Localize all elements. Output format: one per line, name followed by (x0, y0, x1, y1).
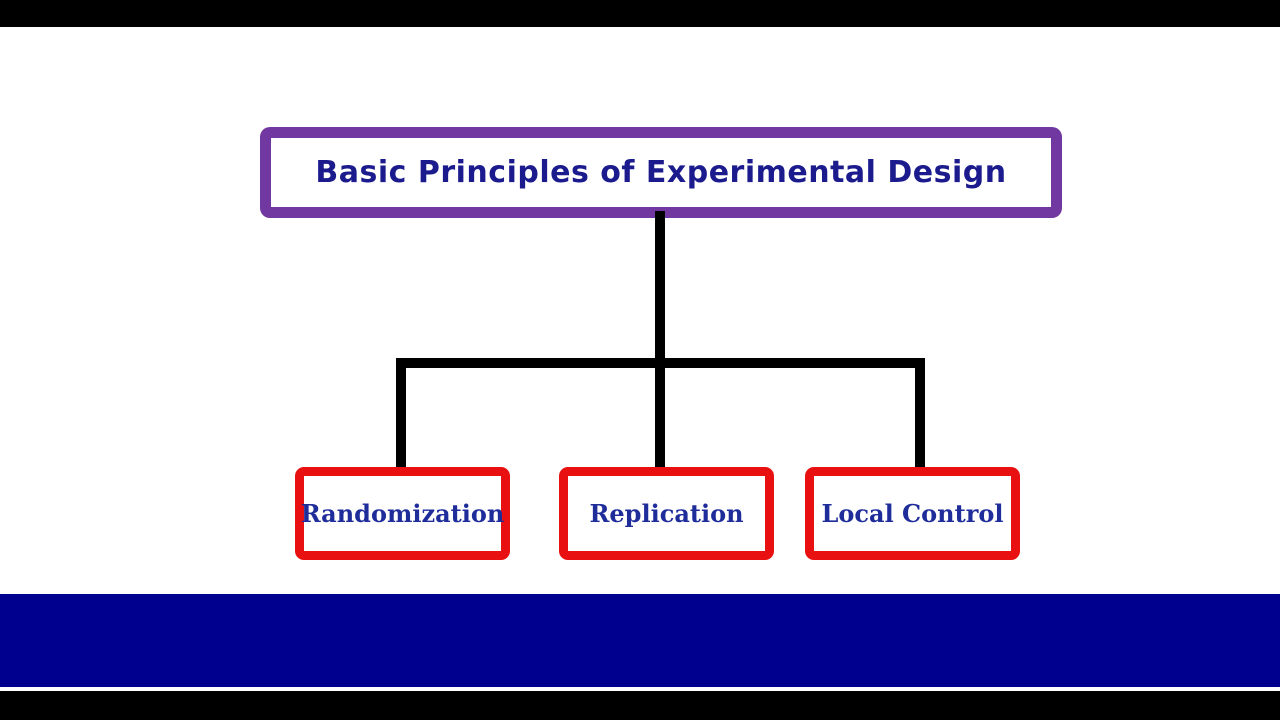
footer-blue-band (0, 594, 1280, 687)
top-letterbox-bar (0, 0, 1280, 27)
connector-left-vertical (396, 358, 406, 467)
node-local-control-label: Local Control (821, 499, 1004, 528)
node-local-control: Local Control (805, 467, 1020, 560)
connector-right-vertical (915, 358, 925, 467)
node-randomization: Randomization (295, 467, 510, 560)
node-randomization-label: Randomization (300, 499, 505, 528)
node-replication-label: Replication (589, 499, 744, 528)
bottom-letterbox-bar (0, 691, 1280, 720)
footer-separator-line (0, 687, 1280, 691)
connector-center-vertical (655, 211, 665, 467)
diagram-title: Basic Principles of Experimental Design (315, 155, 1007, 190)
root-node-box: Basic Principles of Experimental Design (260, 127, 1062, 218)
connector-horizontal (396, 358, 925, 368)
node-replication: Replication (559, 467, 774, 560)
